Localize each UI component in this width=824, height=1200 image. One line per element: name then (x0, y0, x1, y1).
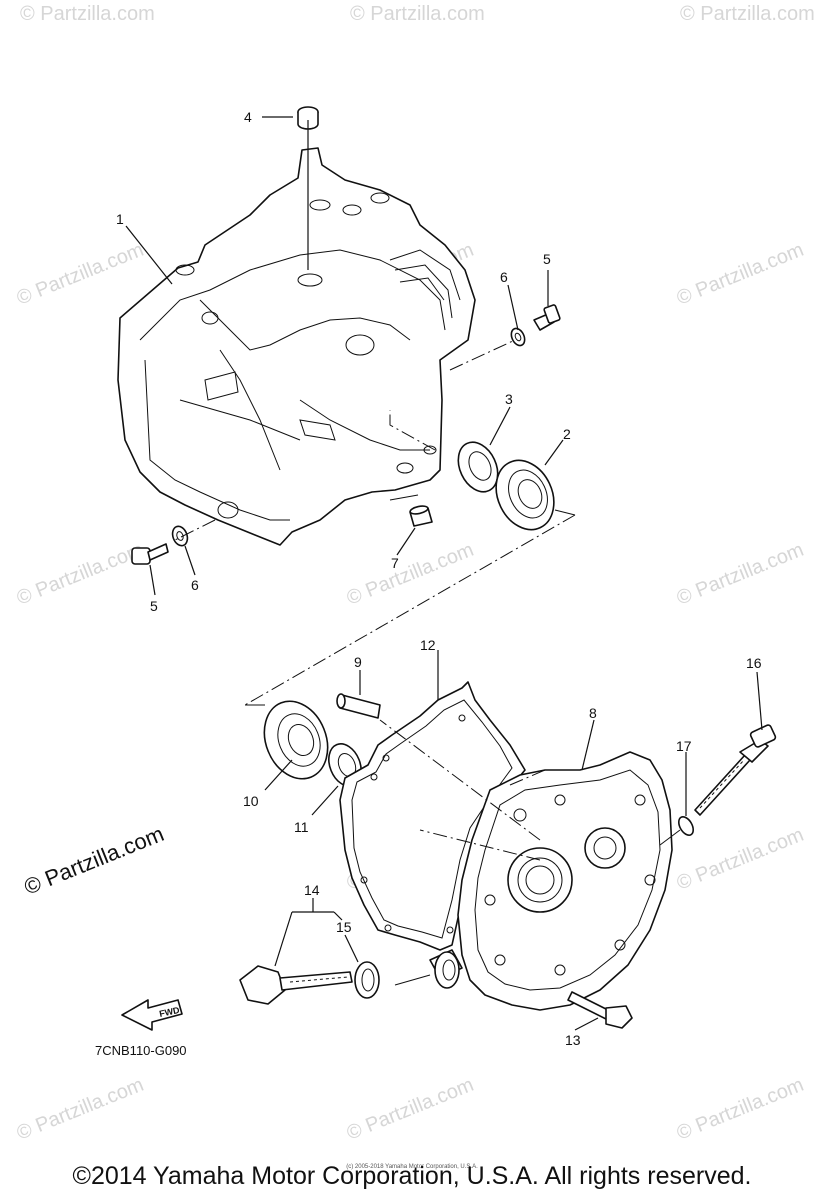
watermark: © Partzilla.com (680, 3, 815, 25)
bearing-2 (495, 459, 555, 531)
callout-5: 5 (543, 251, 551, 267)
dowel-pin-7 (409, 505, 433, 527)
oil-seal-3 (457, 441, 499, 493)
fwd-label: FWD (158, 1005, 181, 1019)
callout-14: 14 (304, 882, 320, 898)
callout-10: 10 (243, 793, 259, 809)
watermark: © Partzilla.com (344, 1074, 477, 1145)
watermark-dark: © Partzilla.com (21, 821, 168, 900)
callout-17: 17 (676, 738, 692, 754)
callout-16: 16 (746, 655, 762, 671)
watermark: © Partzilla.com (674, 239, 807, 310)
callout-5: 5 (150, 598, 158, 614)
small-print: (c) 2005-2018 Yamaha Motor Corporation, … (346, 1164, 478, 1170)
watermark: © Partzilla.com (14, 1074, 147, 1145)
o-ring-17 (677, 816, 695, 836)
callout-13: 13 (565, 1032, 581, 1048)
dipstick-14 (239, 965, 353, 1005)
crankcase-1 (117, 106, 476, 546)
callout-1: 1 (116, 211, 124, 227)
seal-15 (354, 961, 380, 999)
watermark: © Partzilla.com (14, 239, 147, 310)
watermark: © Partzilla.com (674, 824, 807, 895)
watermark: © Partzilla.com (350, 3, 485, 25)
crankcase-8 (429, 751, 673, 1011)
callout-12: 12 (420, 637, 436, 653)
callout-leaders (125, 116, 763, 1031)
callout-11: 11 (294, 819, 309, 835)
watermark: © Partzilla.com (674, 1074, 807, 1145)
callout-6: 6 (500, 269, 508, 285)
fwd-arrow-icon: FWD (121, 999, 183, 1031)
callout-2: 2 (563, 426, 571, 442)
dowel-pin-9 (336, 693, 381, 719)
assembly-lines (174, 339, 681, 986)
washer-6-left (171, 525, 189, 547)
watermark: © Partzilla.com (20, 3, 155, 25)
callout-9: 9 (354, 654, 362, 670)
callout-numbers: 4 1 6 5 3 2 5 6 7 12 9 16 8 17 10 11 14 … (116, 109, 762, 1048)
callout-8: 8 (589, 705, 597, 721)
callout-6: 6 (191, 577, 199, 593)
callout-15: 15 (336, 919, 352, 935)
callout-4: 4 (244, 109, 252, 125)
bolt-5-left (131, 543, 169, 565)
watermark: © Partzilla.com (674, 539, 807, 610)
bolt-5-right (533, 304, 561, 331)
watermark-layer: © Partzilla.com © Partzilla.com © Partzi… (14, 3, 815, 1145)
copyright-notice: ©2014 Yamaha Motor Corporation, U.S.A. A… (72, 1162, 752, 1190)
bolt-13 (567, 991, 633, 1029)
watermark: © Partzilla.com (14, 539, 147, 610)
callout-7: 7 (391, 555, 399, 571)
watermark: © Partzilla.com (344, 539, 477, 610)
diagram-code: 7CNB110-G090 (95, 1043, 187, 1058)
callout-3: 3 (505, 391, 513, 407)
dipstick-16 (694, 724, 777, 816)
washer-6-right (510, 327, 526, 347)
bearing-10 (263, 700, 329, 780)
